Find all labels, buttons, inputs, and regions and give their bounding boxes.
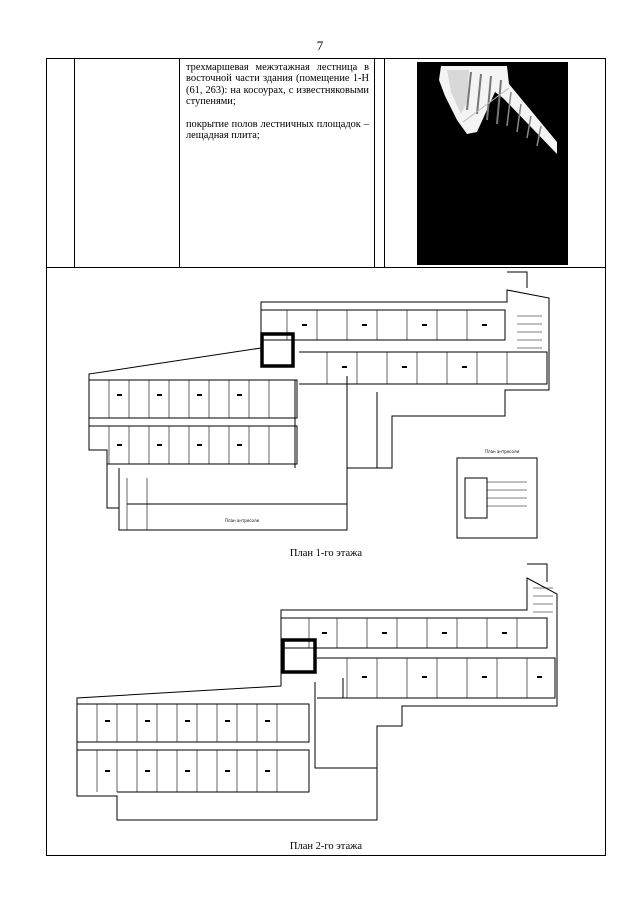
description-paragraph: покрытие полов лестничных площадок – лещ… [186,118,369,142]
mezzanine-label: План антресоли [485,449,520,454]
description-table: трехмаршевая межэтажная лестница в восто… [46,58,606,268]
table-divider [374,59,375,267]
plan-caption: План 1-го этажа [289,548,363,559]
description-cell: трехмаршевая межэтажная лестница в восто… [186,62,369,152]
floor-plan-2 [76,563,558,821]
floor-plans-box: План антресоли План антресоли План 1-го … [46,268,606,856]
plan-caption: План 2-го этажа [289,841,363,852]
floor-plan-1: План антресоли План антресоли [88,271,550,539]
table-divider [384,59,385,267]
description-paragraph: трехмаршевая межэтажная лестница в восто… [186,62,369,108]
staircase-photo [417,62,568,265]
page-number: 7 [316,38,324,53]
mezzanine-label-small: План антресоли [225,518,260,523]
table-divider [179,59,180,267]
table-divider [74,59,75,267]
